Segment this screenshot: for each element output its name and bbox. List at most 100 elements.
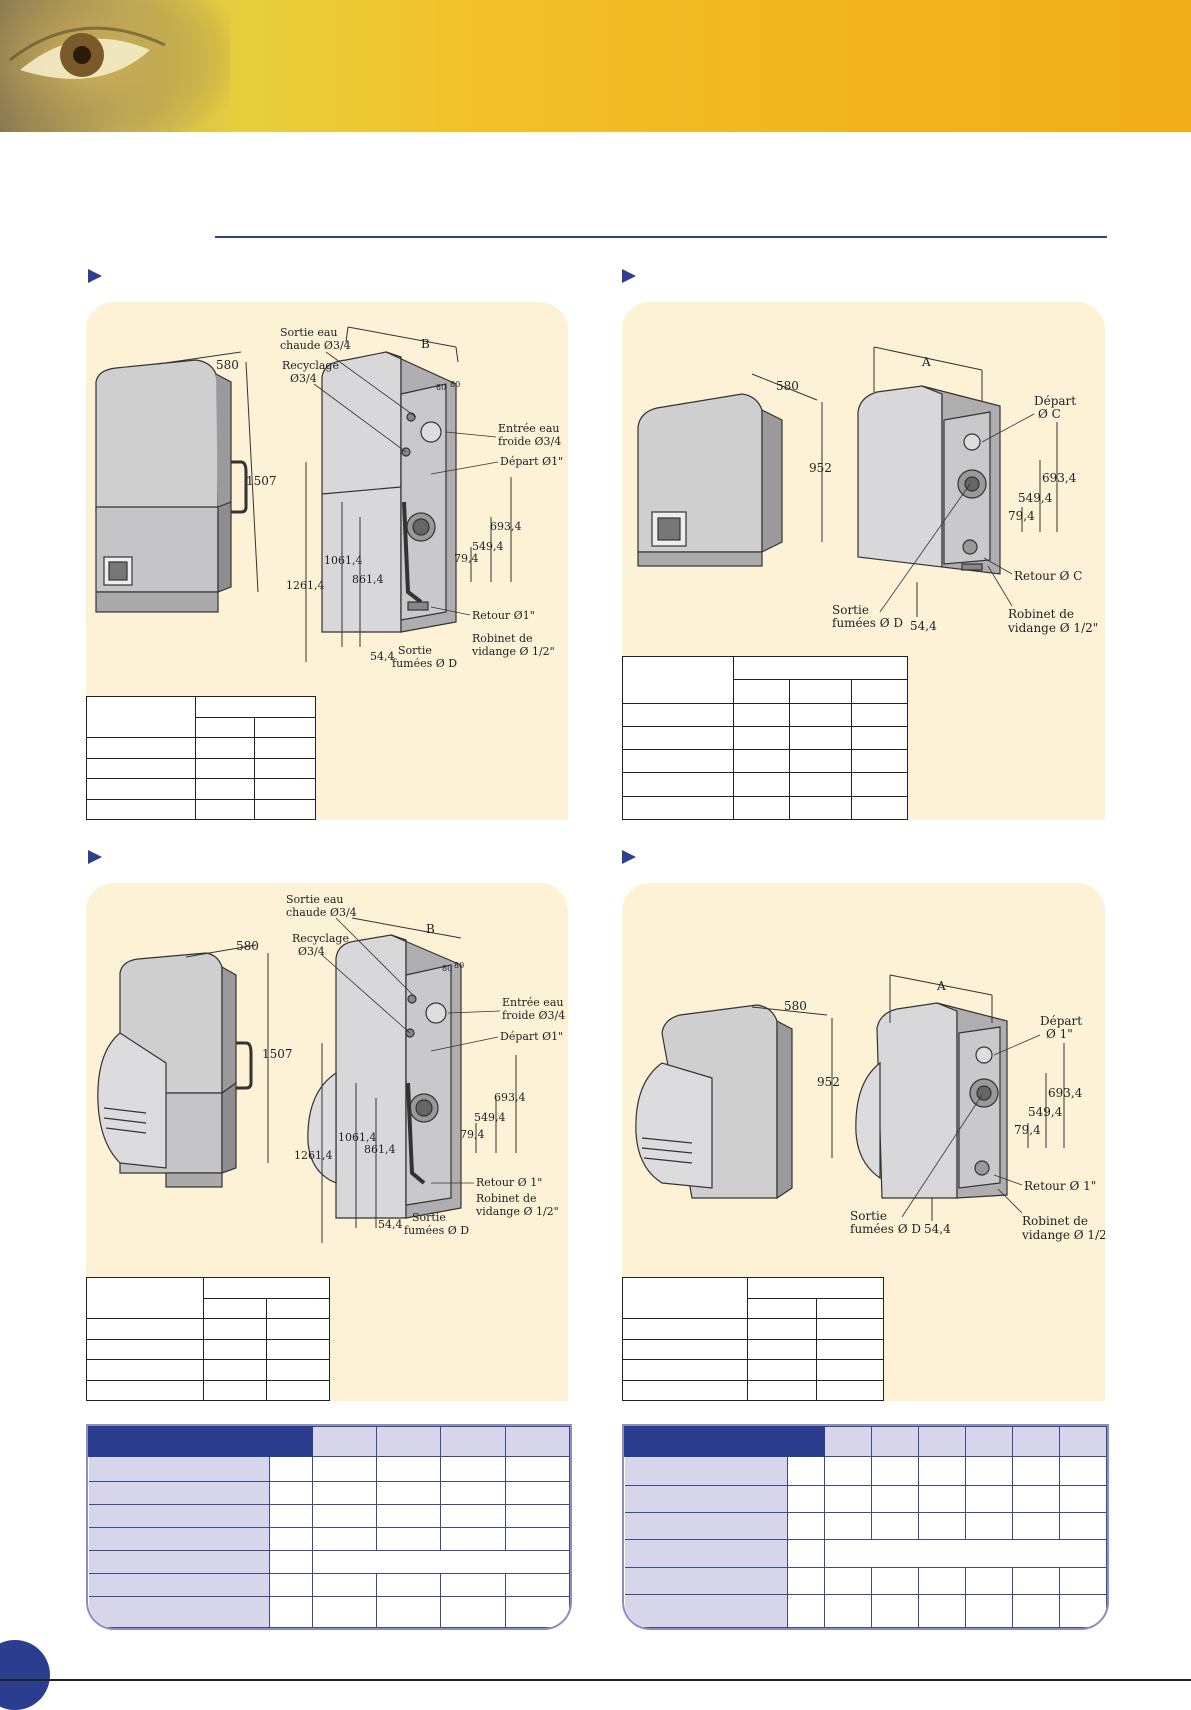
label-depart: Départ Ø1" <box>500 455 563 468</box>
label-robinet-2: vidange Ø 1/2" <box>475 1205 559 1218</box>
label-entree-eau: Entrée eau <box>502 996 563 1009</box>
dim-1061: 1061,4 <box>324 554 363 567</box>
boiler-diagram-bottom-left: 580 1507 B Sortie eau chaude Ø3/4 Recycl… <box>97 893 565 1243</box>
label-retour: Retour Ø 1" <box>1024 1179 1096 1193</box>
boiler-side-unit <box>855 1002 1008 1199</box>
label-depart-2: Ø C <box>1038 407 1061 421</box>
label-robinet-2: vidange Ø 1/2 <box>1021 1228 1105 1242</box>
label-entree-eau-2: froide Ø3/4 <box>502 1009 565 1022</box>
eye-photo-icon <box>0 0 230 132</box>
title-rule <box>215 236 1107 238</box>
dim-80: 80 <box>436 383 446 392</box>
panel-bottom-right: 580 952 A Départ Ø 1" 693,4 549,4 79,4 R… <box>622 883 1105 1401</box>
label-sortie-fumees: Sortie <box>832 603 869 617</box>
spec-table-right <box>622 1424 1109 1630</box>
dim-580: 580 <box>236 939 259 953</box>
panel-top-right: 580 952 A Départ Ø C 693,4 549,4 79,4 Re… <box>622 302 1105 821</box>
dim-952: 952 <box>817 1075 840 1089</box>
dim-B: B <box>421 337 430 351</box>
label-recyclage: Recyclage <box>282 359 339 372</box>
label-retour: Retour Ø C <box>1014 569 1082 583</box>
dim-693: 693,4 <box>490 520 522 533</box>
dim-79: 79,4 <box>1008 509 1035 523</box>
label-robinet: Robinet de <box>1008 607 1074 621</box>
dim-580: 580 <box>784 999 807 1013</box>
dim-80b: 80 <box>454 961 464 970</box>
dim-693: 693,4 <box>1048 1086 1083 1100</box>
dim-693: 693,4 <box>1042 471 1077 485</box>
dim-580: 580 <box>216 358 239 372</box>
dim-79: 79,4 <box>1014 1123 1041 1137</box>
page-number-badge <box>0 1640 50 1710</box>
label-robinet: Robinet de <box>1022 1214 1088 1228</box>
boiler-side-unit <box>857 385 1001 575</box>
label-entree-eau: Entrée eau <box>498 422 559 435</box>
dim-1261: 1261,4 <box>294 1149 333 1162</box>
label-robinet: Robinet de <box>476 1192 537 1205</box>
dim-1261: 1261,4 <box>286 579 325 592</box>
dim-54: 54,4 <box>370 650 395 663</box>
label-robinet-2: vidange Ø 1/2" <box>1007 621 1098 635</box>
dim-A: A <box>936 979 946 993</box>
dim-580: 580 <box>776 379 799 393</box>
label-sortie-fumees: Sortie <box>412 1211 446 1224</box>
boiler-side-unit <box>307 934 462 1219</box>
header-banner <box>0 0 1191 132</box>
boiler-front-unit <box>95 359 248 613</box>
panel-bottom-left: 580 1507 B Sortie eau chaude Ø3/4 Recycl… <box>86 883 568 1401</box>
label-entree-eau-2: froide Ø3/4 <box>498 435 561 448</box>
boiler-diagram-top-left: 580 1507 B Sortie eau chaude Ø3/4 Recycl… <box>95 326 563 670</box>
dim-1507: 1507 <box>246 474 277 488</box>
dim-54: 54,4 <box>924 1222 951 1236</box>
dim-952: 952 <box>809 461 832 475</box>
label-sortie-fumees-2: fumées Ø D <box>850 1222 921 1236</box>
dim-693: 693,4 <box>494 1091 526 1104</box>
dimensions-table <box>86 696 316 820</box>
dimensions-table <box>622 655 908 821</box>
label-recyclage-2: Ø3/4 <box>290 372 317 385</box>
boiler-diagram-bottom-right: 580 952 A Départ Ø 1" 693,4 549,4 79,4 R… <box>635 974 1105 1242</box>
dim-54: 54,4 <box>378 1218 403 1231</box>
label-depart: Départ Ø1" <box>500 1030 563 1043</box>
label-sortie-eau-2: chaude Ø3/4 <box>286 906 357 919</box>
dim-80b: 80 <box>450 380 460 389</box>
boiler-front-unit <box>637 393 783 567</box>
label-recyclage-2: Ø3/4 <box>298 945 325 958</box>
label-sortie-fumees-2: fumées Ø D <box>404 1224 469 1237</box>
footer-rule <box>0 1679 1191 1681</box>
label-sortie-fumees-2: fumées Ø D <box>392 657 457 670</box>
section-arrow-icon <box>622 269 636 283</box>
dim-79: 79,4 <box>460 1128 485 1141</box>
dim-549: 549,4 <box>1018 491 1053 505</box>
label-depart: Départ <box>1034 394 1076 408</box>
dim-54: 54,4 <box>910 619 937 633</box>
label-depart-2: Ø 1" <box>1046 1027 1073 1041</box>
dim-B: B <box>426 922 435 936</box>
boiler-front-unit <box>635 1004 793 1200</box>
dim-80: 80 <box>442 964 452 973</box>
dimensions-table <box>622 1277 884 1401</box>
label-recyclage: Recyclage <box>292 932 349 945</box>
label-robinet: Robinet de <box>472 632 533 645</box>
label-retour: Retour Ø 1" <box>476 1176 542 1189</box>
section-arrow-icon <box>622 850 636 864</box>
dim-1061: 1061,4 <box>338 1131 377 1144</box>
dim-79: 79,4 <box>454 552 479 565</box>
dim-861: 861,4 <box>352 573 384 586</box>
dim-A: A <box>921 355 931 369</box>
label-sortie-fumees: Sortie <box>398 644 432 657</box>
dim-1507: 1507 <box>262 1047 293 1061</box>
spec-table-left <box>86 1424 572 1630</box>
label-sortie-eau: Sortie eau <box>280 326 338 339</box>
section-arrow-icon <box>88 850 102 864</box>
label-sortie-eau-2: chaude Ø3/4 <box>280 339 351 352</box>
dimensions-table <box>86 1277 330 1401</box>
label-depart: Départ <box>1040 1014 1082 1028</box>
dim-549: 549,4 <box>472 540 504 553</box>
dim-861: 861,4 <box>364 1143 396 1156</box>
dim-549: 549,4 <box>1028 1105 1063 1119</box>
label-sortie-fumees: Sortie <box>850 1209 887 1223</box>
boiler-diagram-top-right: 580 952 A Départ Ø C 693,4 549,4 79,4 Re… <box>637 346 1098 635</box>
label-sortie-eau: Sortie eau <box>286 893 344 906</box>
label-sortie-fumees-2: fumées Ø D <box>832 616 903 630</box>
